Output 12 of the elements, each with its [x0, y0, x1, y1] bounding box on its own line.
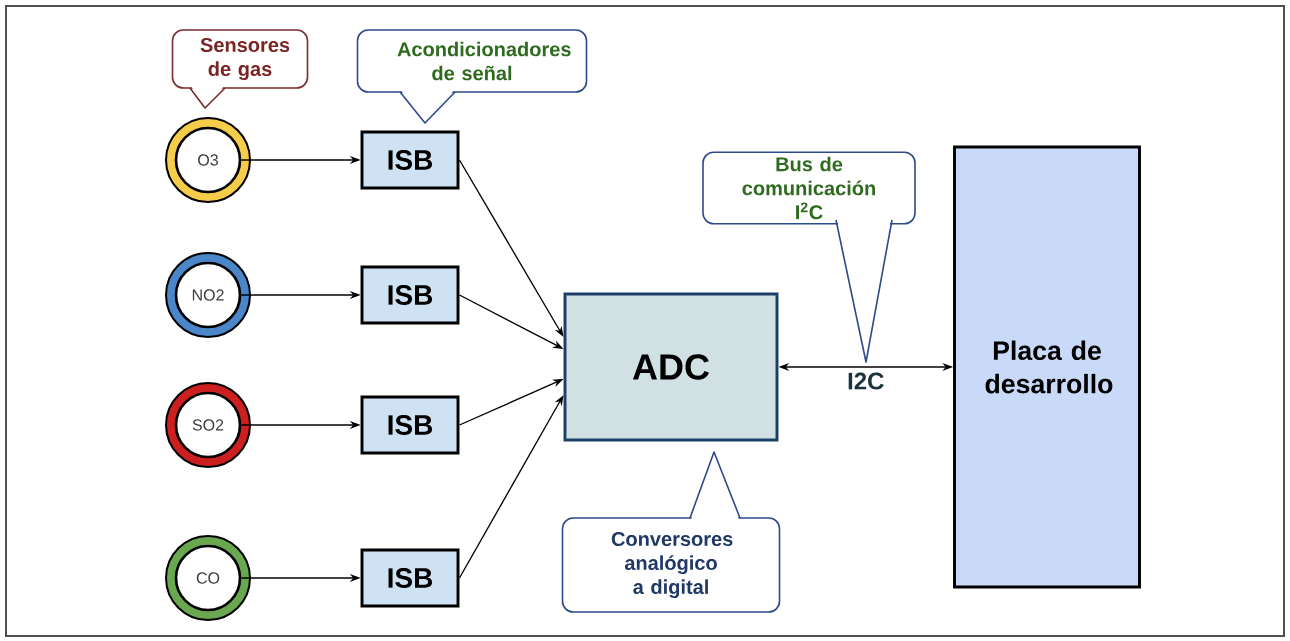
arrow [458, 159, 564, 337]
callout-bubble: Sensores de gas [171, 29, 309, 109]
block-box: ISB [360, 395, 460, 455]
block-box: ISB [360, 548, 460, 608]
arrow [458, 395, 564, 579]
callout-bubble: Acondicionadores de señal [356, 29, 588, 124]
board-box: Placa de desarrollo [953, 145, 1141, 589]
block-box: ISB [360, 265, 460, 325]
edge-label: I2C [845, 371, 886, 391]
block-box: ISB [360, 130, 460, 190]
block-box: ADC [563, 292, 779, 442]
callout-bubble: Conversores analógico a digital [561, 451, 781, 613]
